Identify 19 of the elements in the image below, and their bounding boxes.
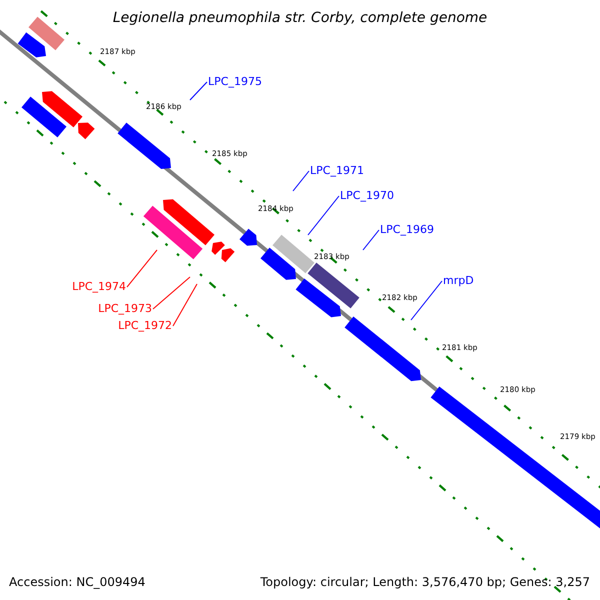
leader-line bbox=[172, 284, 198, 326]
gene-label: mrpD bbox=[443, 274, 474, 286]
gene-label: LPC_1974 bbox=[72, 280, 126, 292]
leader-line bbox=[190, 82, 208, 100]
genome-summary-text: Topology: circular; Length: 3,576,470 bp; Genes: 3,257 bbox=[260, 576, 590, 588]
gene-label: LPC_1975 bbox=[208, 76, 262, 86]
leader-line bbox=[308, 196, 340, 236]
leader-line bbox=[126, 250, 158, 288]
accession-text: Accession: NC_009494 bbox=[9, 576, 146, 588]
gene-label: LPC_1970 bbox=[340, 190, 394, 200]
gene-label: LPC_1973 bbox=[98, 302, 152, 314]
leader-line bbox=[362, 230, 380, 250]
leader-line bbox=[292, 170, 310, 192]
leader-line bbox=[152, 276, 190, 310]
genome-title: Legionella pneumophila str. Corby, complete genome bbox=[112, 11, 488, 25]
gene-label: LPC_1971 bbox=[310, 164, 364, 176]
gene-label: LPC_1972 bbox=[118, 320, 172, 330]
gene-label: LPC_1969 bbox=[380, 224, 434, 234]
leader-line bbox=[410, 280, 442, 320]
